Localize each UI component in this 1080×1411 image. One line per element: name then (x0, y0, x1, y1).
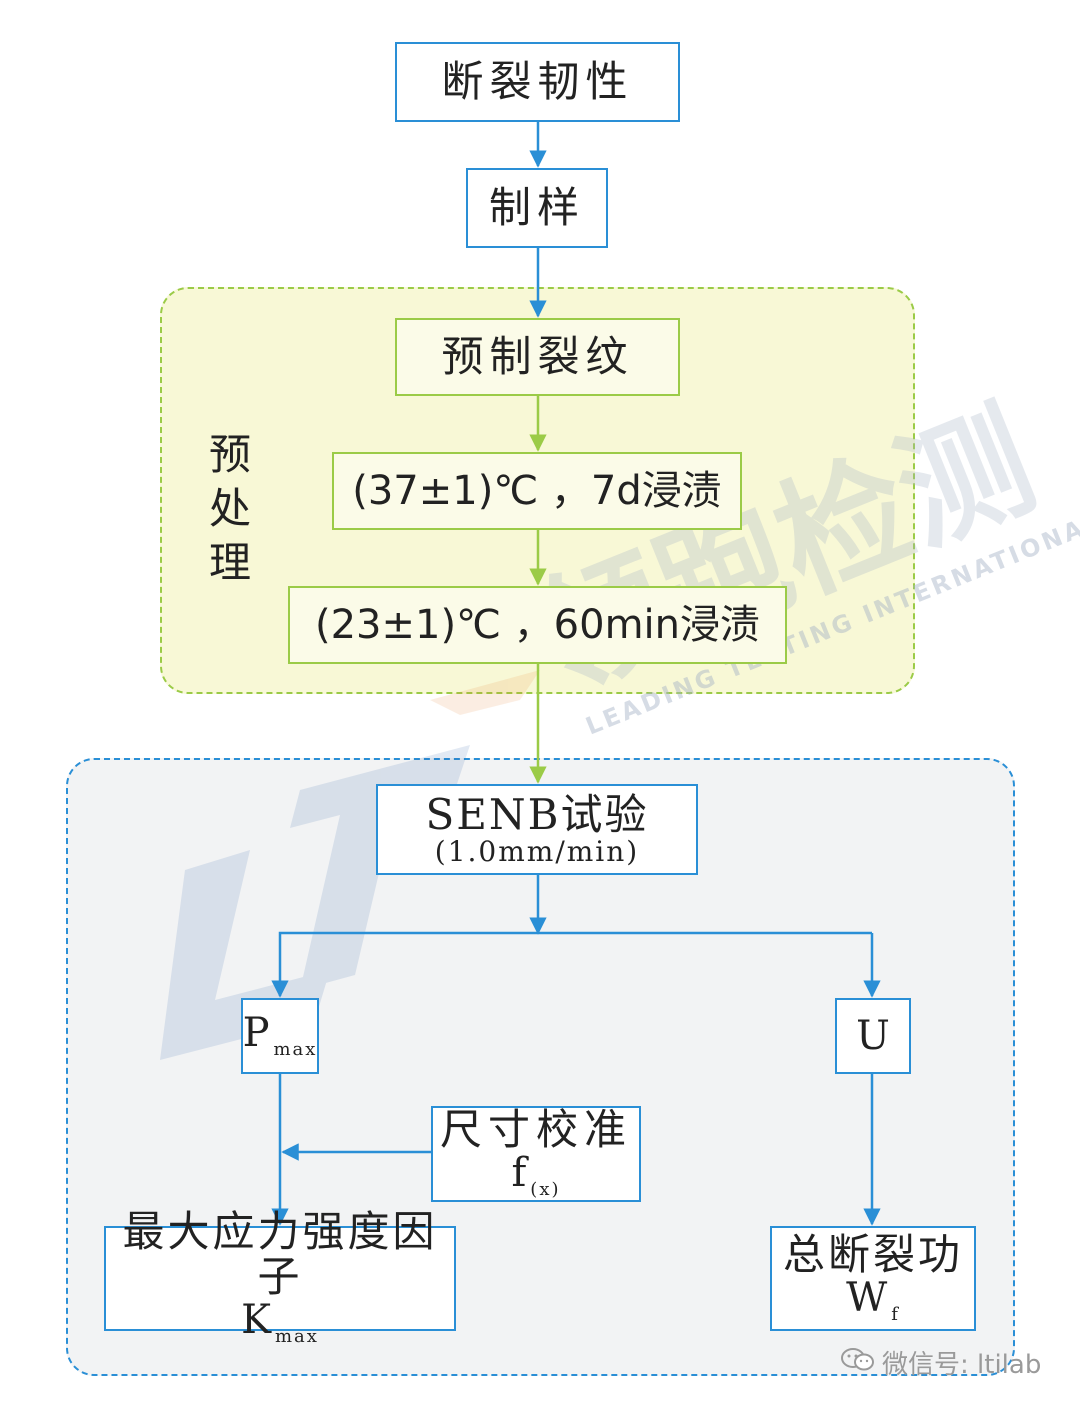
pretreatment-char-3: 理 (208, 538, 251, 587)
node-size-calibration: 尺寸校准 f(x) (431, 1106, 641, 1202)
node-size-calibration-subscript: (x) (530, 1179, 561, 1201)
node-soak-37c: (37±1)℃ ，7d浸渍 (332, 452, 742, 530)
node-u-symbol: U (856, 1013, 890, 1059)
node-precrack: 预制裂纹 (395, 318, 680, 396)
node-kmax-subscript: max (274, 1325, 319, 1347)
node-size-calibration-symbol: f (511, 1150, 527, 1197)
node-pmax-symbol: P (242, 1010, 270, 1057)
node-wf-title: 总断裂功 (782, 1229, 963, 1279)
node-size-calibration-title: 尺寸校准 (439, 1105, 632, 1154)
node-wf-subscript: f (891, 1303, 900, 1325)
node-fracture-toughness-label: 断裂韧性 (441, 56, 634, 106)
node-soak-23c-label: (23±1)℃ ，60min浸渍 (314, 602, 761, 648)
node-precrack-label: 预制裂纹 (441, 331, 634, 381)
pretreatment-label: 预 处 理 (205, 428, 255, 590)
node-kmax-symbol: K (241, 1296, 271, 1343)
node-soak-23c: (23±1)℃ ，60min浸渍 (288, 586, 787, 664)
node-senb-test: SENB试验 (1.0mm/min) (376, 784, 698, 875)
node-wf-symbol: W (846, 1274, 888, 1321)
node-fracture-toughness: 断裂韧性 (395, 42, 680, 122)
node-senb-test-rate: (1.0mm/min) (434, 834, 640, 868)
node-senb-test-title: SENB试验 (425, 789, 649, 839)
node-sample-prep-label: 制样 (488, 182, 585, 232)
pretreatment-char-2: 处 (208, 484, 251, 533)
node-soak-37c-label: (37±1)℃ ，7d浸渍 (352, 468, 722, 514)
pretreatment-char-1: 预 (208, 430, 251, 479)
arrow-to-pmax (271, 931, 872, 998)
node-sample-prep: 制样 (466, 168, 608, 248)
node-kmax-title: 最大应力强度因子 (122, 1207, 438, 1301)
wechat-id: 微信号: ltilab (882, 1350, 1042, 1380)
node-u: U (835, 998, 911, 1074)
wechat-icon (840, 1347, 876, 1380)
wechat-footer: 微信号: ltilab (840, 1344, 1041, 1381)
node-pmax-subscript: max (273, 1039, 318, 1061)
